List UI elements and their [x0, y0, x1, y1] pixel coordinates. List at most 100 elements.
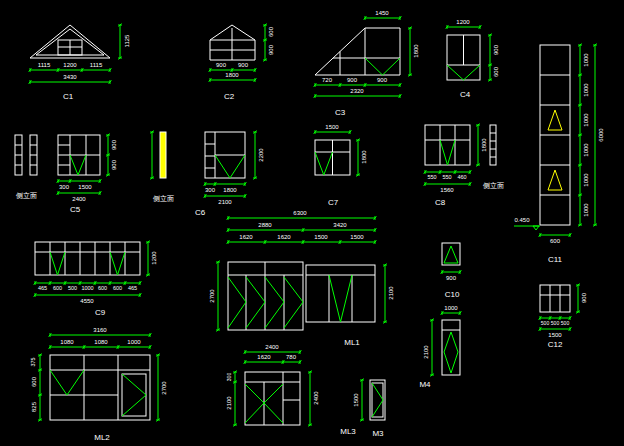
dimension-text: 600: [112, 286, 122, 292]
dimension-text: 600: [31, 376, 37, 387]
green-line: [469, 183, 472, 186]
green-line: [254, 177, 257, 180]
frame-line: [110, 242, 111, 275]
green-line: [39, 354, 42, 357]
green-line: [110, 68, 111, 72]
dimension-text: 2100: [226, 396, 232, 410]
frame-line: [15, 165, 22, 166]
dimension-text: 900: [268, 44, 274, 55]
green-line: [470, 170, 471, 174]
dimension-text: 600: [549, 238, 560, 244]
green-line: [217, 261, 220, 264]
dimension-text: 300: [58, 184, 69, 190]
window-frame: [372, 383, 383, 417]
green-line: [244, 361, 247, 364]
dimension-text: 1200: [63, 62, 77, 68]
green-line: [151, 177, 154, 180]
green-line: [593, 45, 597, 46]
green-line: [264, 403, 283, 423]
frame-line: [283, 372, 284, 425]
green-line: [35, 281, 36, 285]
dimension-text: 900: [581, 292, 587, 303]
green-line: [264, 24, 267, 27]
green-line: [540, 318, 570, 319]
green-line: [299, 361, 302, 364]
green-line: [303, 228, 304, 232]
dimension-text: 465: [127, 286, 137, 292]
green-line: [284, 277, 303, 302]
dimension-text: 900: [237, 62, 248, 68]
frame-line: [58, 145, 70, 146]
green-line: [489, 64, 492, 67]
green-line: [264, 39, 267, 42]
dimension-text: 1000: [444, 305, 458, 311]
green-line: [303, 240, 304, 244]
green-line: [107, 134, 110, 137]
green-line: [459, 312, 462, 315]
dimension-text: 1620: [277, 234, 291, 240]
green-line: [578, 285, 579, 312]
green-line: [246, 277, 265, 302]
green-line: [227, 217, 230, 220]
green-line: [205, 194, 206, 198]
frame-line: [332, 140, 333, 175]
window-outline: [444, 332, 458, 373]
dimension-text: 2100: [218, 199, 232, 205]
green-line: [578, 45, 582, 46]
frame-line: [50, 395, 118, 396]
green-line: [150, 333, 151, 337]
frame-line: [550, 285, 551, 312]
green-line: [264, 241, 267, 244]
frame-line: [58, 155, 100, 156]
green-line: [356, 140, 360, 141]
frame-line: [490, 133, 496, 134]
green-line: [139, 282, 142, 285]
green-line: [579, 44, 582, 47]
dimension-text: 1115: [37, 62, 50, 68]
green-line: [425, 184, 470, 185]
frame-line: [540, 295, 570, 296]
green-line: [399, 95, 402, 98]
window-frame: [442, 243, 460, 265]
window-frame: [228, 262, 303, 330]
green-line: [372, 400, 383, 417]
window-frame: [15, 135, 22, 175]
frame-line: [50, 370, 150, 371]
dimension-text: 1500: [548, 332, 562, 338]
window-frame: [447, 35, 480, 80]
green-line: [431, 374, 434, 377]
dimension-text: 2400: [72, 196, 86, 202]
window-frame: [30, 135, 37, 175]
green-line: [215, 182, 216, 186]
green-line: [228, 240, 229, 244]
green-line: [594, 44, 597, 47]
green-line: [399, 84, 402, 87]
dimension-text: 460: [457, 175, 467, 181]
green-line: [148, 242, 149, 275]
green-line: [357, 139, 360, 142]
window-tag: 侧立面: [152, 195, 174, 202]
green-line: [578, 225, 582, 226]
green-line: [109, 69, 112, 72]
frame-line: [35, 252, 140, 253]
dimension-text: 1800: [413, 44, 419, 58]
window-frame: [205, 132, 245, 178]
green-line: [118, 252, 126, 275]
green-line: [245, 362, 300, 363]
frame-line: [265, 262, 266, 275]
dimension-text: 1000: [583, 83, 589, 97]
green-line: [477, 164, 480, 167]
frame-line: [340, 52, 341, 76]
green-line: [227, 241, 230, 244]
green-line: [357, 174, 360, 177]
green-line: [424, 171, 427, 174]
green-line: [580, 45, 581, 225]
frame-line: [490, 149, 496, 150]
green-line: [454, 171, 457, 174]
green-line: [283, 360, 284, 364]
green-line: [227, 229, 230, 232]
green-line: [119, 57, 122, 60]
dimension-text: 1115: [89, 62, 102, 68]
green-line: [58, 181, 100, 182]
green-line: [365, 58, 383, 75]
